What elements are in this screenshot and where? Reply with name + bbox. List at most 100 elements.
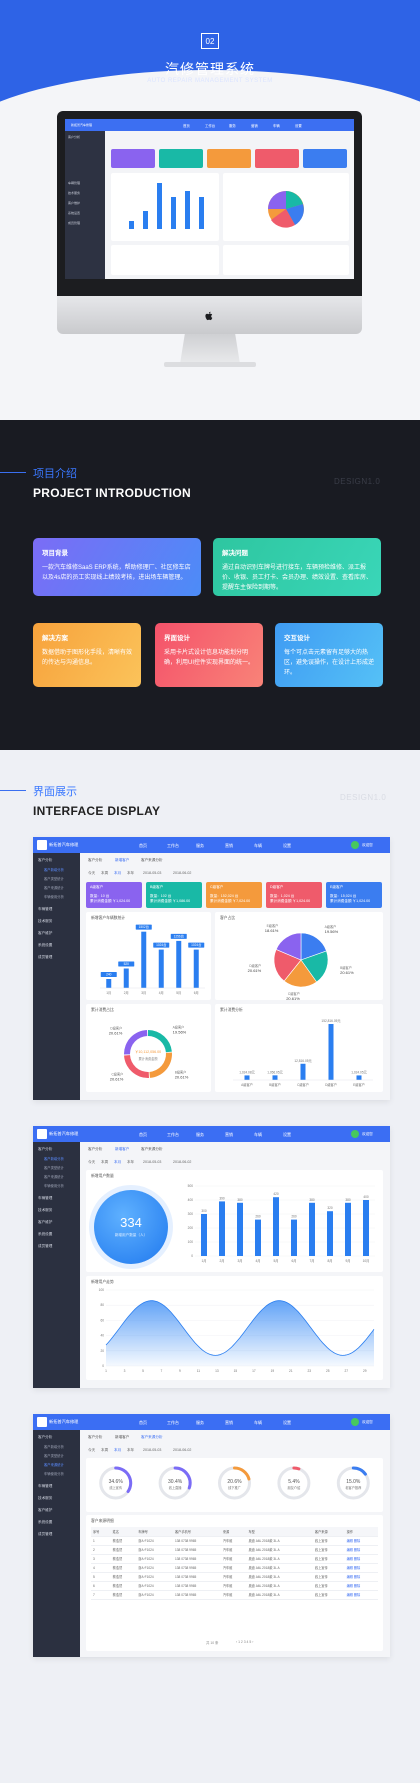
nav-workbench[interactable]: 工作台 bbox=[167, 1419, 179, 1425]
row-actions[interactable]: 编辑 删除 bbox=[344, 1581, 378, 1591]
nav-workbench[interactable]: 工作台 bbox=[167, 842, 179, 848]
tab-new-customer[interactable]: 新增客户 bbox=[115, 1147, 130, 1151]
sidebar-sub-source[interactable]: 客户来源统计 bbox=[44, 886, 64, 890]
row-actions[interactable]: 编辑 删除 bbox=[344, 1536, 378, 1546]
row-actions[interactable]: 编辑 删除 bbox=[344, 1563, 378, 1573]
screen-new-users: 新拓普汽车修理 首页 工作台 服务 营销 车辆 设置 欢迎您 客户分析 客户新增… bbox=[33, 1126, 390, 1388]
mini-card-c bbox=[207, 149, 251, 168]
sidebar-item-system[interactable]: 系统设置 bbox=[38, 1232, 53, 1236]
date-end[interactable]: 2018-06-02 bbox=[173, 871, 192, 875]
sidebar-item-members[interactable]: 成员管理 bbox=[38, 1532, 53, 1536]
user-avatar[interactable] bbox=[351, 841, 359, 849]
sidebar-sub-type[interactable]: 客户类型统计 bbox=[44, 1166, 64, 1170]
nav-home[interactable]: 首页 bbox=[139, 842, 147, 848]
card-a-level[interactable]: A级客户 数量：10 台 累计消费金额 ￥1,024.00 bbox=[86, 882, 142, 908]
nav-settings[interactable]: 设置 bbox=[283, 1131, 291, 1137]
donut-category-label: A级客户 bbox=[173, 1025, 185, 1030]
tab-customer-analysis[interactable]: 客户分析 bbox=[88, 1435, 103, 1439]
sidebar-item-customer-analysis[interactable]: 客户分析 bbox=[38, 858, 53, 862]
filter-year[interactable]: 本年 bbox=[127, 871, 135, 875]
filter-year[interactable]: 本年 bbox=[127, 1160, 135, 1164]
sidebar-item-maintain[interactable]: 客户维护 bbox=[38, 1220, 53, 1224]
date-start[interactable]: 2018-05-03 bbox=[143, 1448, 162, 1452]
nav-home[interactable]: 首页 bbox=[139, 1419, 147, 1425]
user-avatar[interactable] bbox=[351, 1418, 359, 1426]
card-c-level[interactable]: C级客户 数量：152,024 台 累计消费金额 ￥7,024.00 bbox=[206, 882, 262, 908]
tab-source-analysis[interactable]: 客户来源分析 bbox=[141, 1435, 163, 1439]
intro-section: 项目介绍 PROJECT INTRODUCTION DESIGN1.0 项目背景… bbox=[0, 420, 420, 750]
pagination-pages[interactable]: ‹ 1 2 3 4 5 › bbox=[236, 1640, 254, 1644]
sidebar-sub-usage[interactable]: 车辆使用分析 bbox=[44, 895, 64, 899]
row-actions[interactable]: 编辑 删除 bbox=[344, 1572, 378, 1582]
card-b-level[interactable]: B级客户 数量：102 台 累计消费金额 ￥1,086.00 bbox=[146, 882, 202, 908]
nav-marketing[interactable]: 营销 bbox=[225, 1131, 233, 1137]
nav-vehicle[interactable]: 车辆 bbox=[254, 1131, 262, 1137]
nav-marketing[interactable]: 营销 bbox=[225, 1419, 233, 1425]
row-actions[interactable]: 编辑 删除 bbox=[344, 1554, 378, 1564]
tab-new-customer[interactable]: 新增客户 bbox=[115, 1435, 130, 1439]
filter-week[interactable]: 本周 bbox=[101, 871, 109, 875]
nav-vehicle[interactable]: 车辆 bbox=[254, 1419, 262, 1425]
table-cell: 蔡浩然 bbox=[110, 1545, 137, 1555]
filter-year[interactable]: 本年 bbox=[127, 1448, 135, 1452]
nav-service[interactable]: 服务 bbox=[196, 842, 204, 848]
tab-customer-analysis[interactable]: 客户分析 bbox=[88, 858, 103, 862]
card-e-level[interactable]: E级客户 数量：15,024 台 累计消费金额 ￥1,024.00 bbox=[326, 882, 382, 908]
filter-today[interactable]: 今天 bbox=[88, 1160, 96, 1164]
user-avatar[interactable] bbox=[351, 1130, 359, 1138]
nav-service[interactable]: 服务 bbox=[196, 1131, 204, 1137]
filter-month[interactable]: 本月 bbox=[114, 1160, 122, 1164]
row-actions[interactable]: 编辑 删除 bbox=[344, 1545, 378, 1555]
date-start[interactable]: 2018-05-03 bbox=[143, 1160, 162, 1164]
sidebar-item-members[interactable]: 成员管理 bbox=[38, 1244, 53, 1248]
filter-today[interactable]: 今天 bbox=[88, 1448, 96, 1452]
nav-home[interactable]: 首页 bbox=[139, 1131, 147, 1137]
sidebar-sub-source[interactable]: 客户来源统计 bbox=[44, 1175, 64, 1179]
filter-today[interactable]: 今天 bbox=[88, 871, 96, 875]
sidebar-item-vehicle[interactable]: 车辆管理 bbox=[38, 1196, 53, 1200]
sidebar-item-tech[interactable]: 技术服务 bbox=[38, 919, 53, 923]
sidebar-sub-source[interactable]: 客户来源统计 bbox=[44, 1463, 64, 1467]
nav-vehicle[interactable]: 车辆 bbox=[254, 842, 262, 848]
sidebar-item-maintain[interactable]: 客户维护 bbox=[38, 931, 53, 935]
nav-marketing[interactable]: 营销 bbox=[225, 842, 233, 848]
date-start[interactable]: 2018-05-03 bbox=[143, 871, 162, 875]
filter-month[interactable]: 本月 bbox=[114, 1448, 122, 1452]
sidebar-item-maintain[interactable]: 客户维护 bbox=[38, 1508, 53, 1512]
row-actions[interactable]: 编辑 删除 bbox=[344, 1590, 378, 1600]
tab-customer-analysis[interactable]: 客户分析 bbox=[88, 1147, 103, 1151]
sidebar-sub-type[interactable]: 客户类型统计 bbox=[44, 1454, 64, 1458]
sidebar-item-tech[interactable]: 技术服务 bbox=[38, 1496, 53, 1500]
sidebar-sub-new[interactable]: 客户新增分析 bbox=[44, 868, 64, 872]
sidebar-item-system[interactable]: 系统设置 bbox=[38, 1520, 53, 1524]
tab-new-customer[interactable]: 新增客户 bbox=[115, 858, 130, 862]
filter-month[interactable]: 本月 bbox=[114, 871, 122, 875]
date-end[interactable]: 2018-06-02 bbox=[173, 1160, 192, 1164]
nav-workbench[interactable]: 工作台 bbox=[167, 1131, 179, 1137]
date-end[interactable]: 2018-06-02 bbox=[173, 1448, 192, 1452]
sidebar-sub-type[interactable]: 客户类型统计 bbox=[44, 877, 64, 881]
filter-week[interactable]: 本周 bbox=[101, 1448, 109, 1452]
sidebar-sub-new[interactable]: 客户新增分析 bbox=[44, 1445, 64, 1449]
sidebar-item-vehicle[interactable]: 车辆管理 bbox=[38, 1484, 53, 1488]
filter-week[interactable]: 本周 bbox=[101, 1160, 109, 1164]
nav-service[interactable]: 服务 bbox=[196, 1419, 204, 1425]
tab-source-analysis[interactable]: 客户来源分析 bbox=[141, 1147, 163, 1151]
sidebar-item-tech[interactable]: 技术服务 bbox=[38, 1208, 53, 1212]
sidebar-sub-usage[interactable]: 车辆使用分析 bbox=[44, 1184, 64, 1188]
mini-card-a bbox=[111, 149, 155, 168]
sidebar-item-customer-analysis[interactable]: 客户分析 bbox=[38, 1147, 53, 1151]
sidebar-sub-usage[interactable]: 车辆使用分析 bbox=[44, 1472, 64, 1476]
sidebar-sub-new[interactable]: 客户新增分析 bbox=[44, 1157, 64, 1161]
nav-settings[interactable]: 设置 bbox=[283, 842, 291, 848]
sidebar-item-vehicle[interactable]: 车辆管理 bbox=[38, 907, 53, 911]
nav-settings[interactable]: 设置 bbox=[283, 1419, 291, 1425]
ring-progress bbox=[173, 1466, 192, 1490]
sidebar-item-customer-analysis[interactable]: 客户分析 bbox=[38, 1435, 53, 1439]
sidebar-item-members[interactable]: 成员管理 bbox=[38, 955, 53, 959]
sidebar-item-system[interactable]: 系统设置 bbox=[38, 943, 53, 947]
tab-source-analysis[interactable]: 客户来源分析 bbox=[141, 858, 163, 862]
card-d-level[interactable]: D级客户 数量：1,024 台 累计消费金额 ￥1,024.00 bbox=[266, 882, 322, 908]
panel-title: 新增用户走势 bbox=[91, 1280, 114, 1284]
